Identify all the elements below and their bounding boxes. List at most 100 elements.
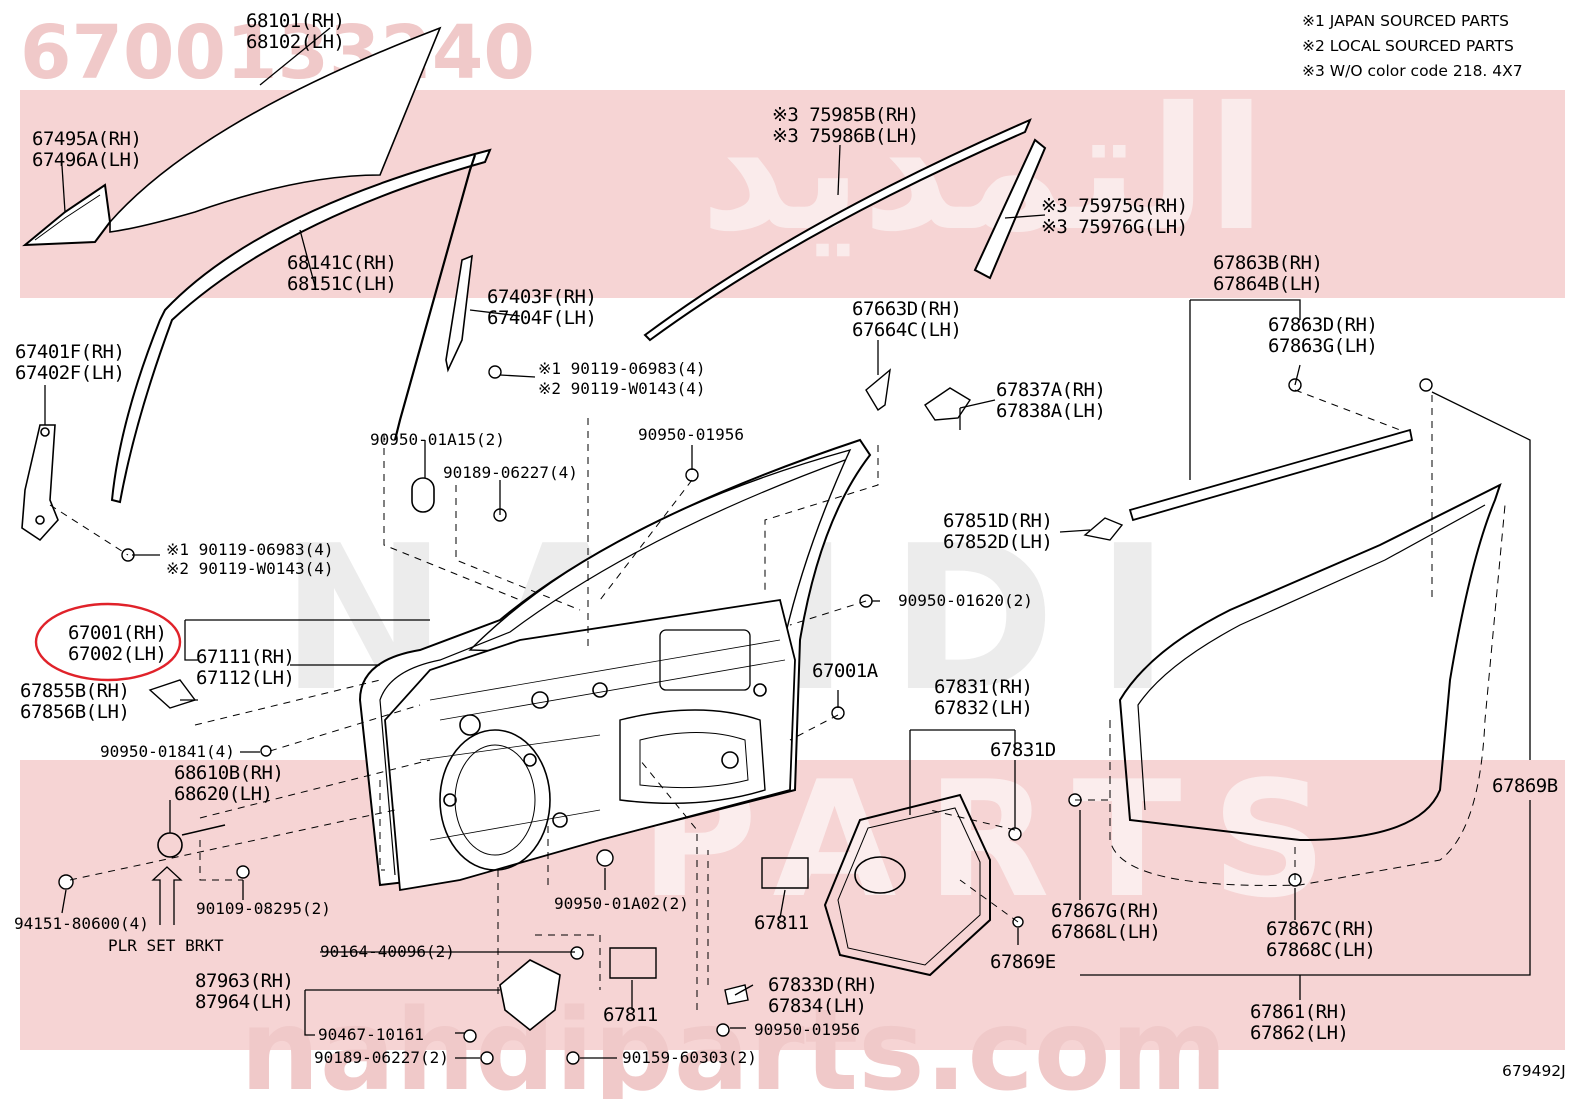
- callout-67856b[interactable]: 67856B(LH): [20, 701, 130, 723]
- door-weatherstrip: [1120, 485, 1500, 840]
- callout-90159[interactable]: 90159-60303(2): [622, 1048, 757, 1067]
- highlight-circle: [36, 604, 180, 680]
- callout-67402f[interactable]: 67402F(LH): [15, 362, 125, 384]
- callout-90109[interactable]: 90109-08295(2): [196, 899, 331, 918]
- callout-67863g[interactable]: 67863G(LH): [1268, 335, 1378, 357]
- callout-67863d[interactable]: 67863D(RH): [1268, 314, 1378, 336]
- callout-90950-01956-a[interactable]: 90950-01956: [638, 425, 744, 444]
- callout-67002[interactable]: 67002(LH): [68, 643, 167, 665]
- callout-67811-b[interactable]: 67811: [603, 1004, 658, 1026]
- callout-67403f[interactable]: 67403F(RH): [487, 286, 597, 308]
- callout-68102[interactable]: 68102(LH): [246, 31, 345, 53]
- callout-67869e[interactable]: 67869E: [990, 951, 1056, 973]
- callout-67831d[interactable]: 67831D: [990, 739, 1056, 761]
- callout-67404f[interactable]: 67404F(LH): [487, 307, 597, 329]
- armrest-bracket: [150, 680, 195, 708]
- callout-67838a[interactable]: 67838A(LH): [996, 400, 1106, 422]
- hinge-bracket: [925, 388, 970, 420]
- watermark-band-bottom: [20, 760, 1565, 1050]
- callout-75976g[interactable]: ※3 75976G(LH): [1041, 216, 1188, 238]
- callout-67837a[interactable]: 67837A(RH): [996, 379, 1106, 401]
- note-3: ※3 W/O color code 218. 4X7: [1302, 62, 1523, 80]
- callout-67867c[interactable]: 67867C(RH): [1266, 918, 1376, 940]
- outer-belt-strip: [1130, 430, 1412, 520]
- seal-sheet-b: [610, 948, 656, 978]
- callout-90950-01a02[interactable]: 90950-01A02(2): [554, 894, 689, 913]
- callout-90119-b2[interactable]: ※2 90119-W0143(4): [166, 559, 334, 578]
- callout-90950-01a15[interactable]: 90950-01A15(2): [370, 430, 505, 449]
- callout-67863b[interactable]: 67863B(RH): [1213, 252, 1323, 274]
- leader-lines: [45, 28, 1530, 1058]
- callout-67861[interactable]: 67861(RH): [1250, 1001, 1349, 1023]
- callout-68610b[interactable]: 68610B(RH): [174, 762, 284, 784]
- callout-90467[interactable]: 90467-10161: [318, 1025, 424, 1044]
- callout-67496a[interactable]: 67496A(LH): [32, 149, 142, 171]
- callout-90189-a[interactable]: 90189-06227(4): [443, 463, 578, 482]
- door-check: [158, 833, 182, 857]
- door-lock: [500, 960, 560, 1030]
- door-inner-panel: [385, 600, 795, 890]
- pillar-garnish: [975, 140, 1045, 278]
- callout-75985b[interactable]: ※3 75985B(RH): [772, 104, 919, 126]
- callout-68141c[interactable]: 68141C(RH): [287, 252, 397, 274]
- callout-90950-01841[interactable]: 90950-01841(4): [100, 742, 235, 761]
- callout-90119-b1[interactable]: ※1 90119-06983(4): [166, 540, 334, 559]
- note-2: ※2 LOCAL SOURCED PARTS: [1302, 37, 1514, 55]
- callout-75975g[interactable]: ※3 75975G(RH): [1041, 195, 1188, 217]
- callout-67852d[interactable]: 67852D(LH): [943, 531, 1053, 553]
- callout-67862[interactable]: 67862(LH): [1250, 1022, 1349, 1044]
- diagram-id: 679492J: [1502, 1062, 1566, 1080]
- plr-set-brkt-label: PLR SET BRKT: [108, 936, 224, 955]
- callout-67001[interactable]: 67001(RH): [68, 622, 167, 644]
- corner-piece: [25, 185, 110, 245]
- service-hole-cover: [825, 795, 990, 975]
- callout-90164[interactable]: 90164-40096(2): [320, 942, 455, 961]
- callout-90950-01620[interactable]: 90950-01620(2): [898, 591, 1033, 610]
- callout-87964[interactable]: 87964(LH): [195, 991, 294, 1013]
- grommet-oval: [412, 478, 434, 512]
- callout-67855b[interactable]: 67855B(RH): [20, 680, 130, 702]
- callout-75986b[interactable]: ※3 75986B(LH): [772, 125, 919, 147]
- run-channel: [112, 150, 490, 502]
- callout-68101[interactable]: 68101(RH): [246, 10, 345, 32]
- watermark-site: nahdiparts.com: [240, 986, 1228, 1099]
- callout-67832[interactable]: 67832(LH): [934, 697, 1033, 719]
- callout-68151c[interactable]: 68151C(LH): [287, 273, 397, 295]
- callout-90950-01956-b[interactable]: 90950-01956: [754, 1020, 860, 1039]
- dashed-leaders: [50, 390, 1432, 1010]
- callout-67868c[interactable]: 67868C(LH): [1266, 939, 1376, 961]
- callout-67401f[interactable]: 67401F(RH): [15, 341, 125, 363]
- callout-94151[interactable]: 94151-80600(4): [14, 914, 149, 933]
- callout-67112[interactable]: 67112(LH): [196, 667, 295, 689]
- callout-90119-a2[interactable]: ※2 90119-W0143(4): [538, 379, 706, 398]
- callout-67868l[interactable]: 67868L(LH): [1051, 921, 1161, 943]
- callout-67663d[interactable]: 67663D(RH): [852, 298, 962, 320]
- fasteners: [59, 366, 1432, 1064]
- callout-67495a[interactable]: 67495A(RH): [32, 128, 142, 150]
- door-frame-moulding: [866, 370, 890, 410]
- callout-67869b[interactable]: 67869B: [1492, 775, 1558, 797]
- callout-67001a[interactable]: 67001A: [812, 660, 878, 682]
- watermark-part-number: 6700133240: [20, 10, 535, 96]
- seal-sheet-a: [762, 858, 808, 888]
- callout-90189-b[interactable]: 90189-06227(2): [314, 1048, 449, 1067]
- callout-67831[interactable]: 67831(RH): [934, 676, 1033, 698]
- callout-67664c[interactable]: 67664C(LH): [852, 319, 962, 341]
- callout-67867g[interactable]: 67867G(RH): [1051, 900, 1161, 922]
- callout-90119-a1[interactable]: ※1 90119-06983(4): [538, 359, 706, 378]
- callout-67864b[interactable]: 67864B(LH): [1213, 273, 1323, 295]
- callout-67111[interactable]: 67111(RH): [196, 646, 295, 668]
- callout-67851d[interactable]: 67851D(RH): [943, 510, 1053, 532]
- callout-67811-a[interactable]: 67811: [754, 912, 809, 934]
- glass-stopper: [1085, 518, 1122, 540]
- callout-67834[interactable]: 67834(LH): [768, 995, 867, 1017]
- window-regulator: [22, 425, 58, 540]
- note-1: ※1 JAPAN SOURCED PARTS: [1302, 12, 1509, 30]
- callout-87963[interactable]: 87963(RH): [195, 970, 294, 992]
- belt-moulding: [645, 120, 1030, 340]
- callout-68620[interactable]: 68620(LH): [174, 783, 273, 805]
- callout-67833d[interactable]: 67833D(RH): [768, 974, 878, 996]
- door-window-opening: [470, 450, 850, 660]
